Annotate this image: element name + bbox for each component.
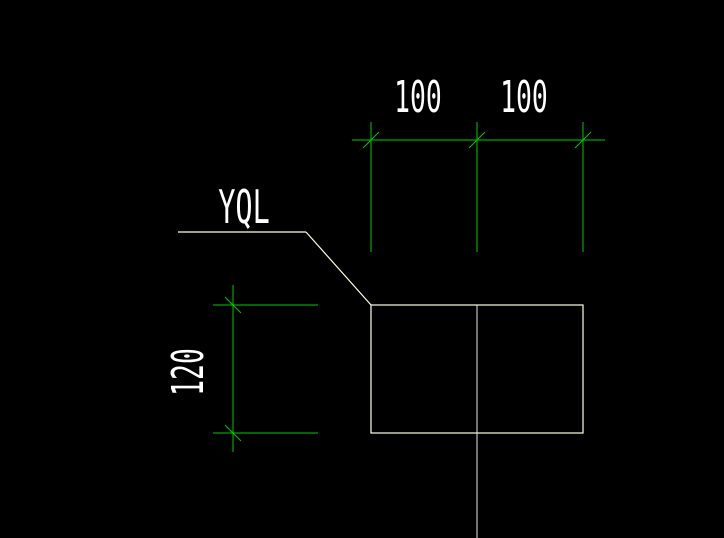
top-tick-left bbox=[362, 131, 380, 149]
dim-text-left: 120 bbox=[162, 348, 214, 396]
top-tick-middle bbox=[468, 131, 486, 149]
left-tick-top bbox=[224, 296, 242, 314]
dim-text-top-left: 100 bbox=[394, 71, 442, 123]
left-tick-bottom bbox=[224, 424, 242, 442]
left-dimension bbox=[213, 285, 318, 452]
top-tick-right bbox=[574, 131, 592, 149]
section-label: YQL bbox=[218, 181, 270, 235]
top-dimension bbox=[352, 122, 605, 252]
leader-diagonal bbox=[305, 231, 372, 306]
leader bbox=[178, 231, 372, 306]
dim-text-top-right: 100 bbox=[500, 71, 548, 123]
